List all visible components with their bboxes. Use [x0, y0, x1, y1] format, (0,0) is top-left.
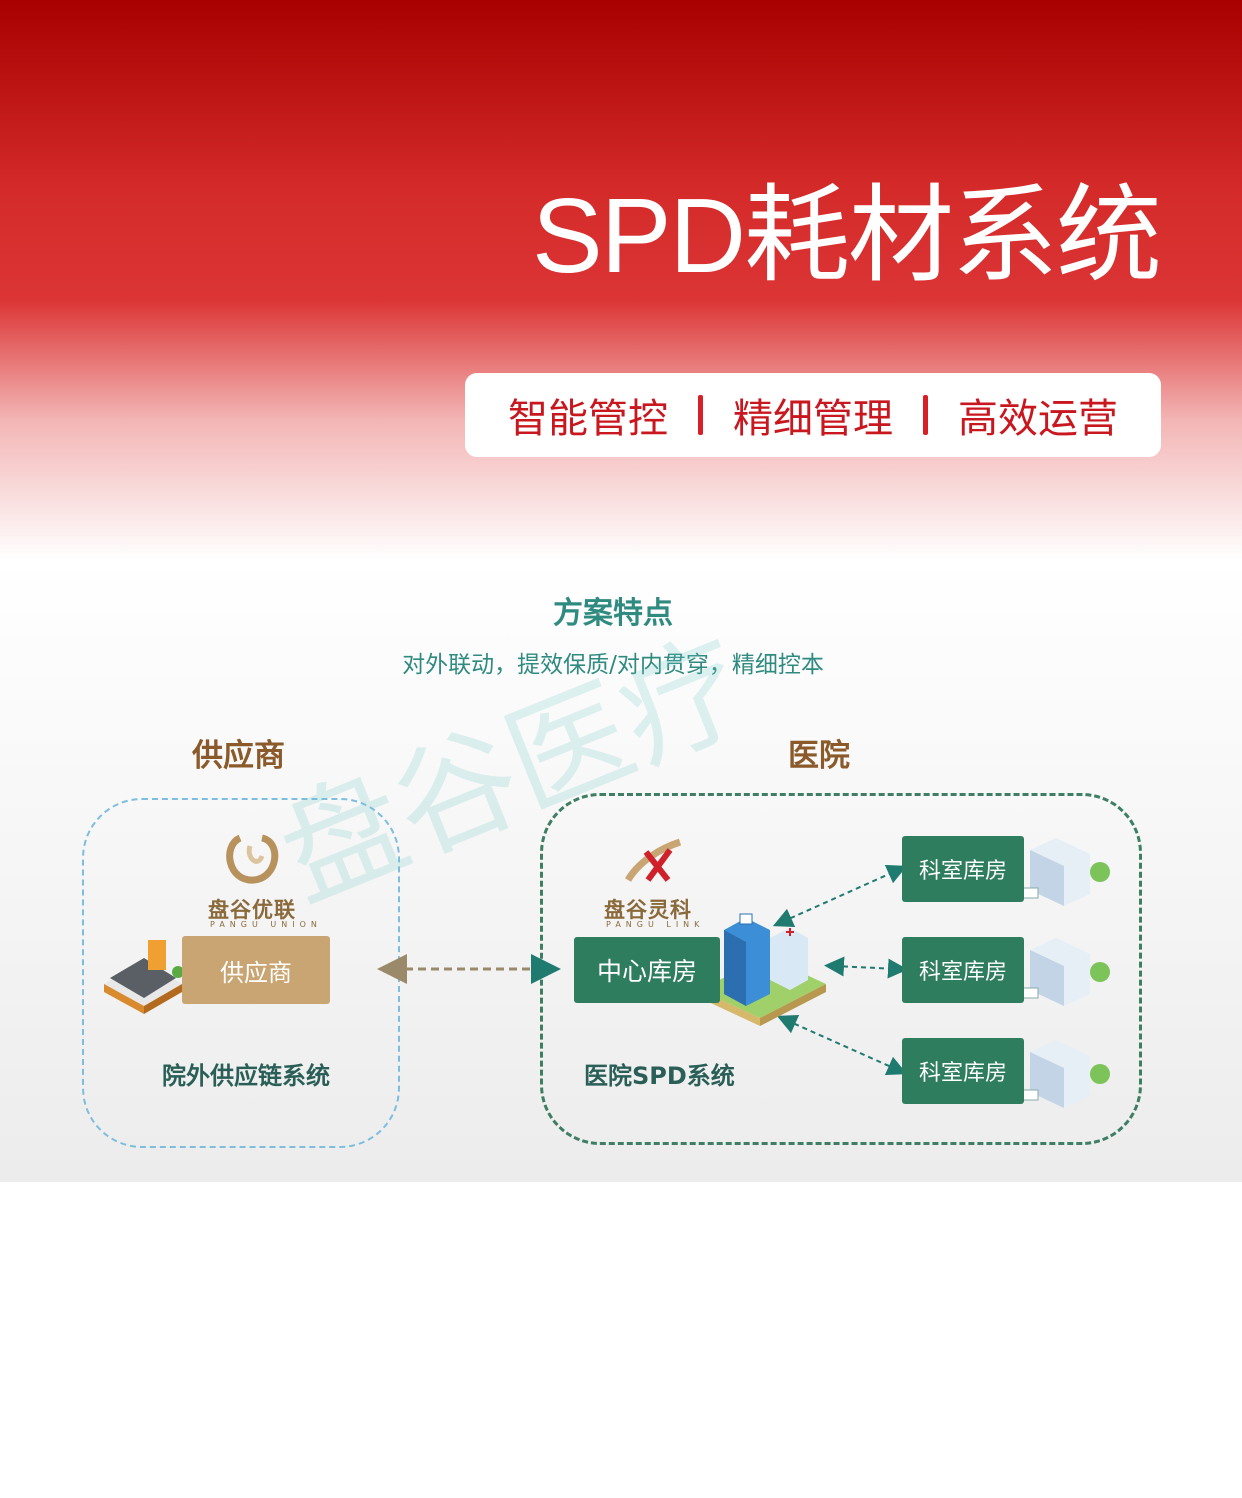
hospital-logo-text: 盘谷灵科: [604, 898, 692, 922]
tagline-item: 高效运营: [958, 396, 1118, 442]
tagline-bar: 智能管控 精细管理 高效运营: [465, 373, 1161, 457]
pangu-union-logo-icon: [226, 834, 279, 884]
supplier-node: 供应商: [182, 936, 330, 1004]
supplier-system-caption: 院外供应链系统: [162, 1062, 330, 1090]
section-title: 方案特点: [553, 596, 673, 631]
hospital-campus-icon: [700, 913, 826, 1026]
department-warehouse-node: 科室库房: [902, 1038, 1024, 1104]
tagline-item: 精细管理: [733, 396, 893, 442]
pangu-link-logo-icon: [624, 838, 682, 882]
section-subtitle: 对外联动，提效保质/对内贯穿，精细控本: [402, 652, 824, 678]
tagline-item: 智能管控: [508, 396, 668, 442]
hospital-heading: 医院: [788, 738, 850, 774]
department-building-icon: [1017, 838, 1110, 906]
department-warehouse-node: 科室库房: [902, 937, 1024, 1003]
supplier-logo-subtext: PANGU UNION: [210, 920, 322, 929]
tagline-separator: [698, 395, 703, 435]
department-warehouse-node: 科室库房: [902, 836, 1024, 902]
warehouse-illustration-icon: [104, 940, 184, 1014]
hospital-logo-subtext: PANGU LINK: [606, 920, 705, 929]
page-title: SPD耗材系统: [532, 177, 1162, 295]
tagline-separator: [923, 395, 928, 435]
hospital-system-caption: 医院SPD系统: [584, 1062, 735, 1090]
department-building-icon: [1017, 938, 1110, 1006]
link-dept-3: [776, 1014, 908, 1076]
central-warehouse-node: 中心库房: [574, 937, 720, 1003]
supplier-heading: 供应商: [192, 738, 285, 774]
supplier-logo-text: 盘谷优联: [208, 898, 296, 922]
department-building-icon: [1017, 1040, 1110, 1108]
link-dept-1: [772, 864, 908, 928]
link-dept-2: [824, 956, 908, 979]
